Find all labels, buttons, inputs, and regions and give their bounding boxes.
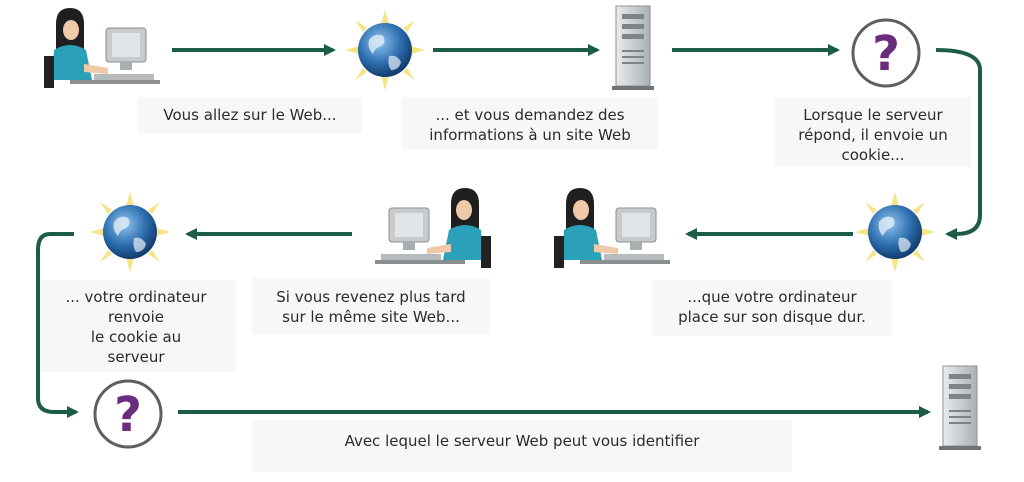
server-icon (938, 365, 982, 451)
caption-step-5-line2: sur le même site Web... (282, 308, 460, 326)
caption-step-2-line2: informations à un site Web (429, 126, 630, 144)
caption-panel-4 (652, 280, 892, 336)
globe-icon (90, 192, 170, 272)
user-at-computer-icon (553, 187, 670, 269)
globe-icon (345, 10, 425, 90)
arrow-web-to-question (36, 232, 79, 418)
server-icon (611, 5, 655, 91)
caption-step-2-line1: ... et vous demandez des (435, 106, 624, 124)
caption-step-3-line1: Lorsque le serveur (803, 106, 943, 124)
caption-panel-5 (252, 278, 490, 334)
caption-step-3-line3: cookie... (842, 146, 905, 164)
caption-step-3-line2: répond, il envoie un (798, 126, 947, 144)
caption-panel-7 (252, 420, 792, 472)
globe-icon (855, 192, 935, 272)
arrow-response-to-web (935, 48, 982, 240)
caption-panel-3 (775, 97, 971, 167)
caption-step-5-line1: Si vous revenez plus tard (276, 288, 465, 306)
question-mark-icon (851, 18, 921, 88)
caption-step-6-line2: renvoie (108, 308, 164, 326)
caption-panel-2 (402, 97, 658, 149)
user-at-computer-icon (375, 187, 492, 269)
caption-panel-6 (36, 280, 236, 372)
caption-step-7: Avec lequel le serveur Web peut vous ide… (345, 432, 701, 450)
caption-step-4-line2: place sur son disque dur. (678, 308, 866, 326)
caption-panel-1 (138, 97, 362, 133)
caption-step-6-line3: le cookie au (91, 328, 181, 346)
caption-step-1: Vous allez sur le Web... (163, 106, 336, 124)
user-at-computer-icon (43, 7, 160, 89)
caption-step-6-line1: ... votre ordinateur (65, 288, 207, 306)
caption-step-6-line4: serveur (108, 348, 166, 366)
question-mark-icon (93, 379, 163, 449)
caption-step-4-line1: ...que votre ordinateur (687, 288, 857, 306)
